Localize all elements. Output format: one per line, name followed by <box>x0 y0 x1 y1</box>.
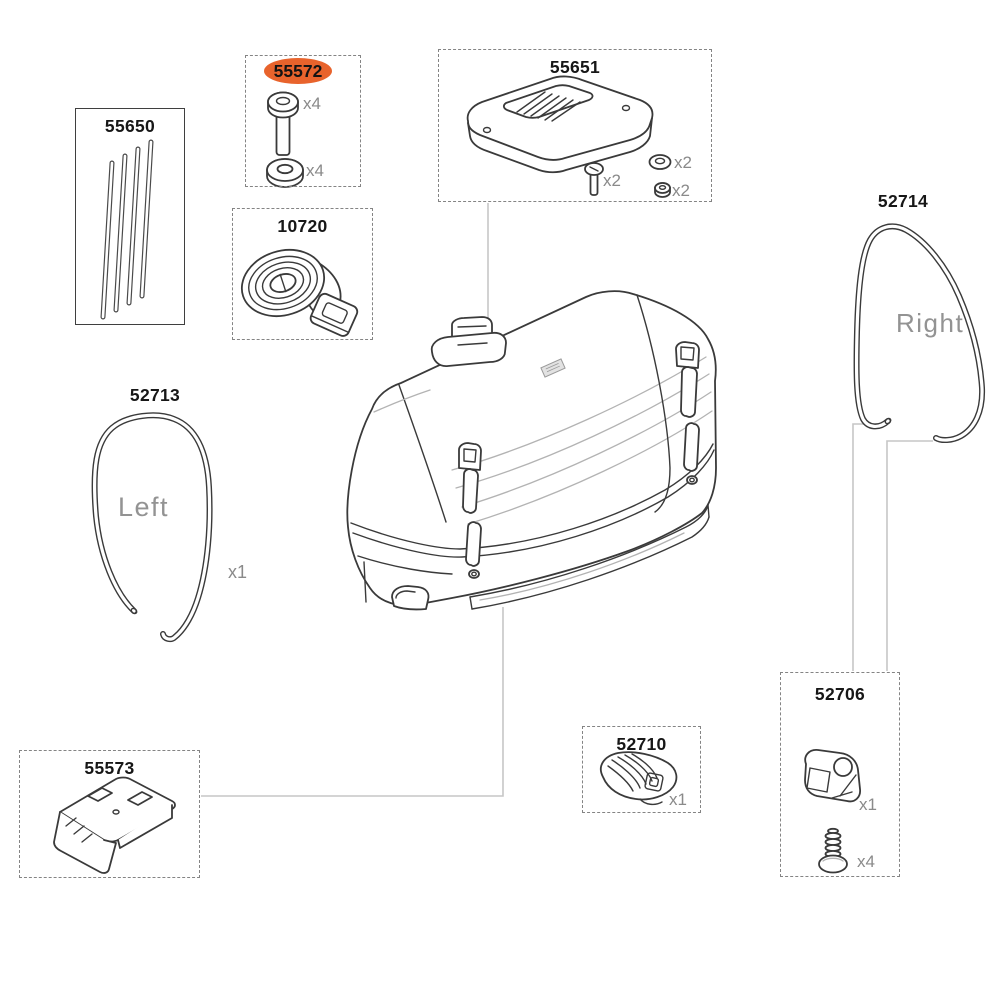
part-box-52706[interactable] <box>780 672 900 877</box>
leader-line <box>852 423 884 671</box>
cargo-box-illustration <box>346 290 717 611</box>
mount-screw-icon <box>818 827 848 874</box>
washer-icon <box>648 154 672 170</box>
part-number-55651: 55651 <box>549 57 601 77</box>
thule-logo-stamp <box>540 358 566 378</box>
leader-line <box>201 607 504 797</box>
nut-icon <box>654 182 671 198</box>
part-number-52714[interactable]: 52714 <box>877 191 929 211</box>
strap-illustration <box>240 249 359 337</box>
qty-label-52710: x1 <box>669 790 687 809</box>
rods-illustration <box>100 139 154 320</box>
part-number-10720: 10720 <box>277 216 328 236</box>
part-box-52710[interactable] <box>582 726 701 813</box>
buckle-icon <box>309 292 359 337</box>
qty-label-bolt-55572: x4 <box>303 94 321 113</box>
part-box-55572[interactable] <box>245 55 361 187</box>
qty-label-screw-52706: x4 <box>857 852 875 871</box>
lid-cover-illustration <box>466 75 654 174</box>
part-number-55572-highlighted[interactable]: 55572 <box>264 58 332 84</box>
side-label-right: Right <box>896 308 965 338</box>
part-number-55573: 55573 <box>84 758 135 778</box>
qty-label-nut-55651: x2 <box>672 181 690 200</box>
part-number-55650: 55650 <box>104 116 156 136</box>
knob-illustration <box>599 751 678 806</box>
side-label-left: Left <box>118 492 170 522</box>
part-number-52713[interactable]: 52713 <box>129 385 181 405</box>
qty-label-bracket-52706: x1 <box>859 795 877 814</box>
part-box-10720[interactable] <box>232 208 373 340</box>
screw-icon <box>584 162 604 196</box>
bottom-rail <box>469 504 710 610</box>
part-box-55573[interactable] <box>19 750 200 878</box>
part-number-52706: 52706 <box>814 684 866 704</box>
corner-bracket-illustration <box>804 749 861 803</box>
qty-label-washer-55572: x4 <box>306 161 324 180</box>
base-tub <box>357 555 453 611</box>
buckle-strap-right <box>675 341 700 485</box>
buckle-strap-left <box>458 442 482 579</box>
washer-icon <box>266 158 304 188</box>
part-number-52710: 52710 <box>616 734 667 754</box>
leader-line <box>886 440 933 671</box>
qty-label-washer-55651: x2 <box>674 153 692 172</box>
part-box-55650[interactable] <box>75 108 185 325</box>
part-box-55651[interactable] <box>438 49 712 202</box>
wire-frame-right-illustration <box>853 223 986 444</box>
lid-handle <box>430 316 507 367</box>
qty-label-52713: x1 <box>228 562 248 582</box>
adapter-plate-illustration <box>53 776 176 874</box>
wire-frame-left-illustration <box>91 412 213 643</box>
qty-label-screw-55651: x2 <box>603 171 621 190</box>
bolt-icon <box>267 91 299 156</box>
